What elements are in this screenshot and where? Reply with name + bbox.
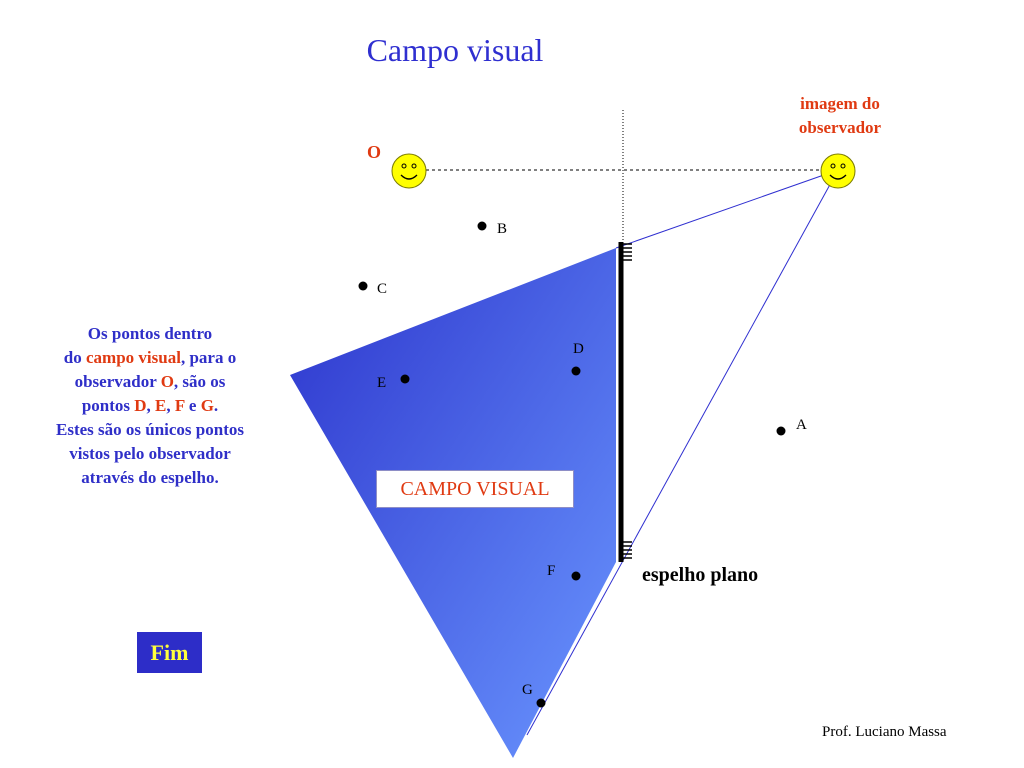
description-line: do campo visual, para o (63, 348, 237, 367)
point-a-dot (776, 426, 786, 436)
point-d-dot (571, 366, 581, 376)
visual-field-label: CAMPO VISUAL (376, 470, 574, 508)
image-label-line1: imagem do (800, 94, 880, 113)
mirror-bottom-hatch (621, 541, 632, 559)
mirror-label: espelho plano (642, 564, 759, 586)
description-line: vistos pelo observador (69, 444, 231, 463)
description-line: através do espelho. (81, 468, 219, 487)
ray-upper (615, 169, 839, 249)
description-text: Os pontos dentro do campo visual, para o… (30, 322, 270, 490)
smiley-face-icon (820, 153, 856, 189)
description-line: Os pontos dentro (87, 324, 213, 343)
point-f-dot (571, 571, 581, 581)
description-line: pontos D, E, F e G. (81, 396, 219, 415)
end-button[interactable]: Fim (137, 632, 202, 673)
description-line: Estes são os únicos pontos (56, 420, 244, 439)
image-label-line2: observador (798, 118, 882, 137)
ray-lower (526, 169, 839, 736)
page-title: Campo visual (366, 32, 544, 68)
point-c-dot (358, 281, 368, 291)
point-e-label: E (377, 375, 387, 391)
point-b-label: B (497, 221, 508, 237)
point-f-label: F (547, 563, 556, 579)
point-d-label: D (573, 341, 584, 357)
point-a-label: A (796, 417, 807, 433)
observer-label: O (367, 142, 382, 162)
point-g-dot (536, 698, 546, 708)
description-line: observador O, são os (74, 372, 226, 391)
smiley-face-icon (391, 153, 427, 189)
mirror-top-hatch (621, 243, 632, 261)
point-c-label: C (377, 281, 388, 297)
author-credit: Prof. Luciano Massa (822, 724, 947, 740)
point-b-dot (477, 221, 487, 231)
point-e-dot (400, 374, 410, 384)
point-g-label: G (522, 682, 533, 698)
image-label: imagem do observador (780, 92, 900, 140)
